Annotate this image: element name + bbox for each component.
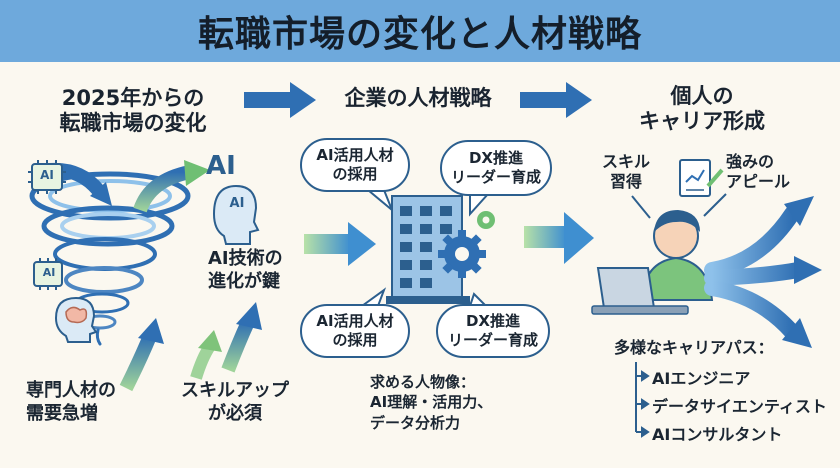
- strength-appeal-label: 強みの アピール: [726, 152, 791, 191]
- ai-tech-label: AI技術の 進化が鍵: [208, 248, 283, 292]
- ai-badge: AI: [206, 151, 236, 181]
- ai-chip-icon-top: [28, 160, 66, 194]
- demand-label: 専門人材の 需要急増: [26, 380, 116, 424]
- brain-head-icon: [54, 296, 98, 343]
- flow-arrow-to-career: [524, 212, 594, 264]
- bubble-dx-leader-bottom: DX推進リーダー育成: [436, 304, 550, 358]
- ai-outflow-arrow: [133, 160, 210, 213]
- skillup-label: スキルアップ が必須: [181, 380, 289, 424]
- document-pen-icon: [679, 159, 724, 197]
- career-path-tree: [635, 362, 650, 438]
- career-paths-title: 多様なキャリアパス：: [614, 338, 774, 357]
- header-arrow-1: [244, 82, 316, 118]
- skillup-up-arrow-2: [221, 302, 262, 373]
- person-laptop-icon: [591, 210, 714, 315]
- ai-chip-label-2: AI: [42, 266, 56, 279]
- market-change-heading: 2025年からの 転職市場の変化: [59, 86, 207, 136]
- skillup-up-arrow-1: [190, 330, 222, 380]
- bubble-ai-hiring-top: AI活用人材の採用: [300, 138, 410, 192]
- ideal-candidate-text: 求める人物像： AI理解・活用力、 データ分析力: [370, 373, 493, 432]
- career-heading: 個人の キャリア形成: [639, 84, 765, 134]
- skill-acquisition-label: スキル 習得: [601, 152, 650, 191]
- tornado-icon: [29, 171, 191, 346]
- flow-arrow-to-company: [304, 222, 376, 266]
- title-banner: [0, 0, 840, 62]
- career-path-item: AIコンサルタント: [652, 425, 783, 444]
- bubble-dx-leader-top: DX推進リーダー育成: [440, 140, 552, 196]
- header-arrow-2: [520, 82, 592, 118]
- small-gear-icon: [477, 211, 495, 229]
- career-arrows: [704, 206, 806, 340]
- career-path-item: データサイエンティスト: [652, 397, 827, 416]
- demand-up-arrow: [119, 318, 164, 392]
- ai-chip-label: AI: [40, 168, 54, 182]
- ai-head-label: AI: [229, 196, 245, 211]
- corporate-strategy-heading: 企業の人材戦略: [344, 86, 492, 110]
- gear-icon: [438, 230, 486, 278]
- career-path-item: AIエンジニア: [652, 369, 751, 388]
- ai-chip-icon-mid: [33, 258, 63, 290]
- ai-head-icon: [212, 184, 260, 245]
- page-title: 転職市場の変化と人材戦略: [197, 14, 642, 55]
- bubble-ai-hiring-bottom: AI活用人材の採用: [300, 304, 410, 358]
